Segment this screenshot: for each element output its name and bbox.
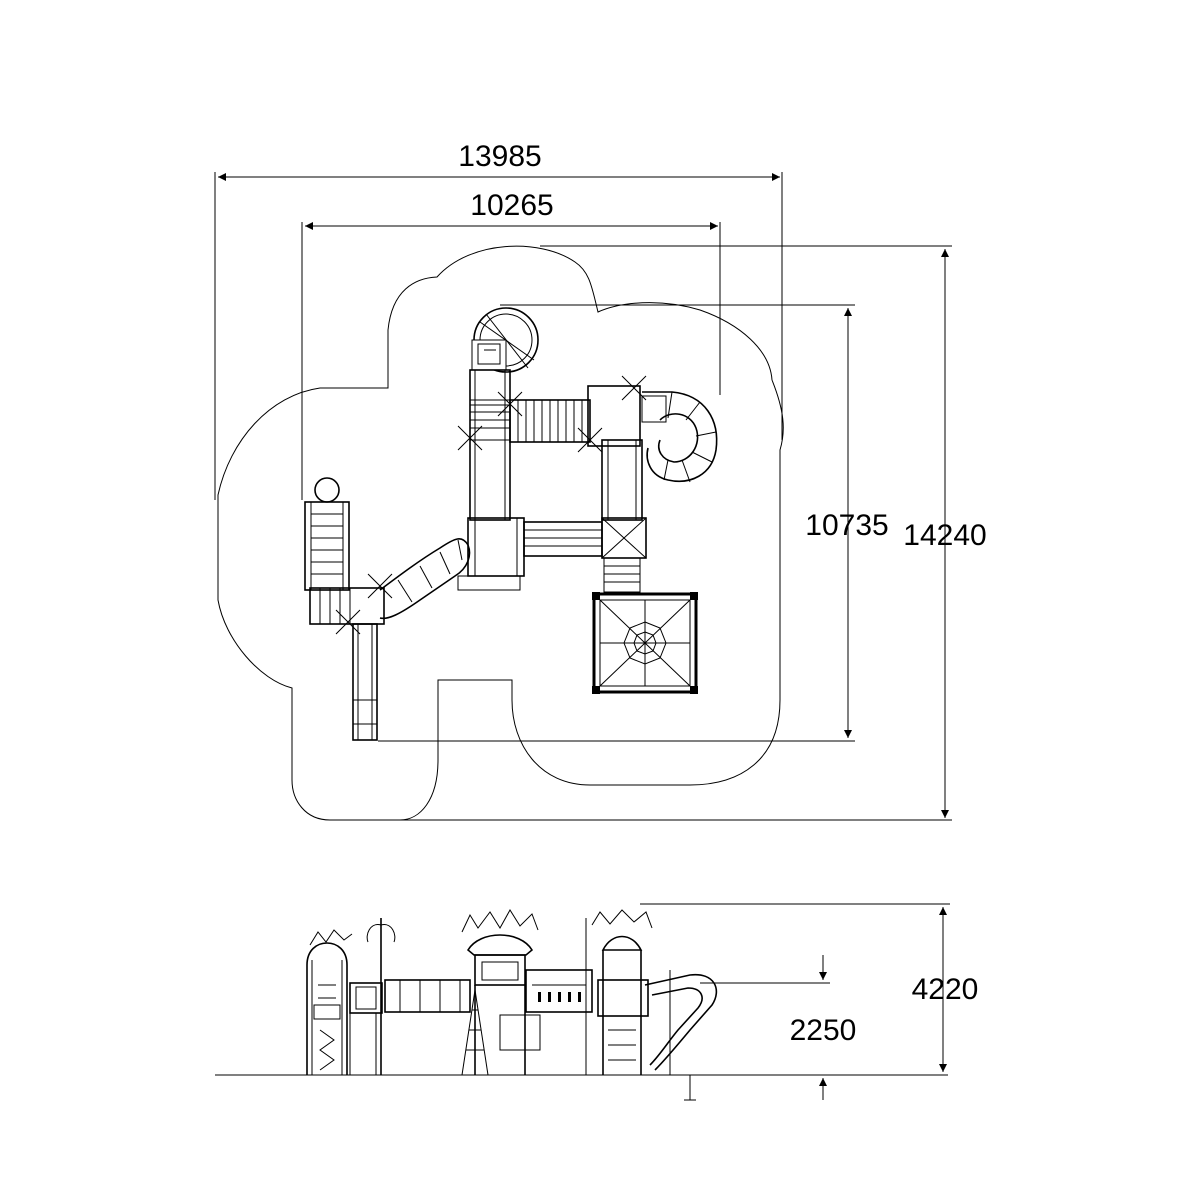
play-structure-plan — [304, 307, 718, 741]
spiral-slide — [641, 391, 718, 483]
safety-zone-outline — [217, 245, 784, 821]
dim-label-10265: 10265 — [470, 189, 553, 222]
dim-label-14240: 14240 — [903, 519, 986, 552]
dimension-equipment-width: 10265 — [301, 189, 721, 500]
dimension-platform-height: 2250 — [700, 955, 856, 1100]
upper-bridge-slats — [517, 400, 583, 442]
dimension-overall-width: 13985 — [214, 140, 783, 500]
play-structure-elevation — [306, 909, 718, 1101]
dimension-overall-height: 4220 — [640, 903, 979, 1072]
net-climber — [592, 592, 698, 694]
elevation-view: 4220 2250 — [215, 903, 979, 1101]
dim-label-13985: 13985 — [458, 140, 541, 173]
dim-label-4220: 4220 — [912, 973, 979, 1006]
dimension-overall-depth: 14240 — [330, 245, 987, 821]
post-markers — [335, 375, 647, 635]
crawl-tube — [379, 538, 471, 620]
dimension-equipment-depth: 10735 — [378, 304, 889, 742]
dim-label-10735: 10735 — [805, 509, 888, 542]
dim-label-2250: 2250 — [790, 1014, 857, 1047]
plan-view: 13985 10265 10735 14240 — [214, 140, 987, 821]
